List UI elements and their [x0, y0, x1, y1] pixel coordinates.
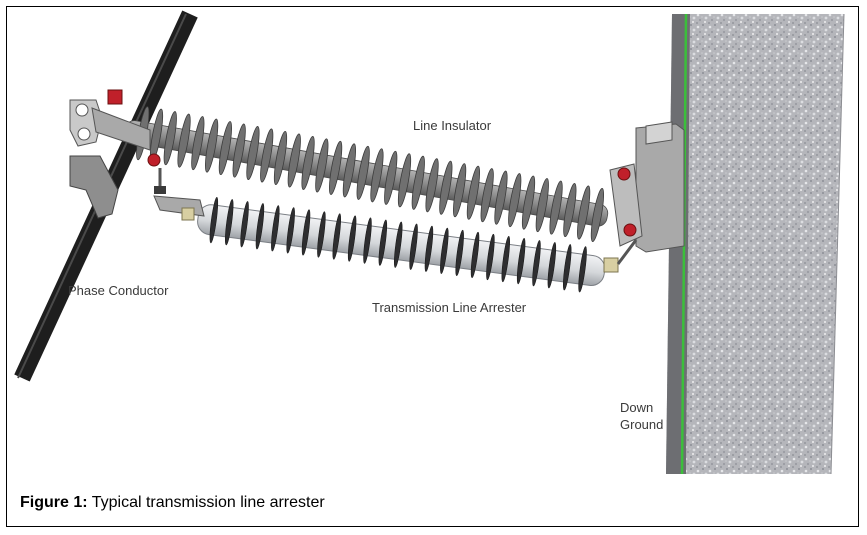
- insulator-shed: [466, 165, 480, 220]
- arrester-shed: [286, 207, 295, 254]
- arrester-shed: [455, 229, 464, 277]
- arrester-shed: [240, 201, 249, 248]
- caption-prefix: Figure 1:: [20, 494, 88, 511]
- arrester-shed: [547, 242, 557, 289]
- label-line-insulator: Line Insulator: [413, 118, 492, 133]
- figure-caption: Figure 1: Typical transmission line arre…: [20, 494, 325, 512]
- arrester-shed: [486, 233, 495, 281]
- arrester-shed: [516, 238, 526, 285]
- line-insulator: [124, 106, 609, 242]
- insulator-shed: [453, 163, 467, 218]
- insulator-shed: [521, 175, 536, 230]
- insulator-shed: [218, 121, 232, 176]
- pole-bracket: [603, 121, 685, 273]
- insulator-shed: [329, 140, 343, 195]
- arrester-shed: [332, 213, 341, 260]
- transmission-line-arrester: [197, 197, 606, 293]
- pole: [666, 13, 845, 475]
- arrester-shed: [363, 217, 372, 264]
- insulator-shed: [563, 183, 577, 238]
- arrester-shed: [440, 227, 449, 274]
- insulator-shed: [246, 126, 260, 181]
- insulator-shed: [163, 111, 177, 166]
- insulator-shed: [494, 170, 508, 225]
- insulator-shed: [205, 118, 219, 173]
- caption-text: Typical transmission line arrester: [87, 494, 325, 511]
- arrester-shed: [271, 205, 280, 252]
- label-transmission-line-arrester: Transmission Line Arrester: [372, 300, 527, 315]
- arrester-shed: [424, 225, 434, 272]
- insulator-shed: [590, 188, 605, 242]
- arrester-shed: [224, 199, 234, 246]
- arrester-shed: [209, 197, 219, 244]
- insulator-shed: [342, 143, 356, 198]
- insulator-shed: [287, 133, 301, 188]
- insulator-shed: [577, 185, 591, 240]
- arrester-shed: [301, 209, 311, 256]
- insulator-shed: [508, 173, 522, 228]
- arrester-shed: [470, 231, 480, 279]
- insulator-shed: [411, 155, 425, 210]
- label-ground: Ground: [620, 417, 664, 432]
- insulator-shed: [397, 153, 412, 208]
- label-phase-conductor: Phase Conductor: [68, 283, 169, 298]
- insulator-shed: [439, 160, 453, 215]
- arrester-shed: [409, 223, 418, 270]
- insulator-shed: [356, 145, 370, 200]
- insulator-shed: [480, 168, 494, 223]
- insulator-shed: [535, 178, 549, 233]
- arrester-shed: [532, 240, 541, 287]
- insulator-shed: [384, 150, 398, 205]
- insulator-shed: [260, 128, 274, 183]
- insulator-shed: [370, 148, 384, 203]
- conductor-clamp: [69, 89, 205, 221]
- insulator-shed: [425, 158, 439, 213]
- label-down: Down: [620, 400, 654, 415]
- insulator-shed: [191, 116, 205, 171]
- insulator-shed: [549, 180, 563, 235]
- arrester-shed: [578, 246, 587, 293]
- arrester-shed: [378, 219, 388, 266]
- arrester-shed: [394, 221, 403, 268]
- arrester-shed: [501, 235, 510, 283]
- arrester-shed: [347, 215, 357, 262]
- insulator-shed: [315, 138, 329, 193]
- arrester-shed: [563, 244, 572, 291]
- insulator-shed: [301, 135, 315, 190]
- arrester-shed: [317, 211, 326, 258]
- insulator-shed: [232, 123, 246, 178]
- insulator-shed: [177, 113, 191, 168]
